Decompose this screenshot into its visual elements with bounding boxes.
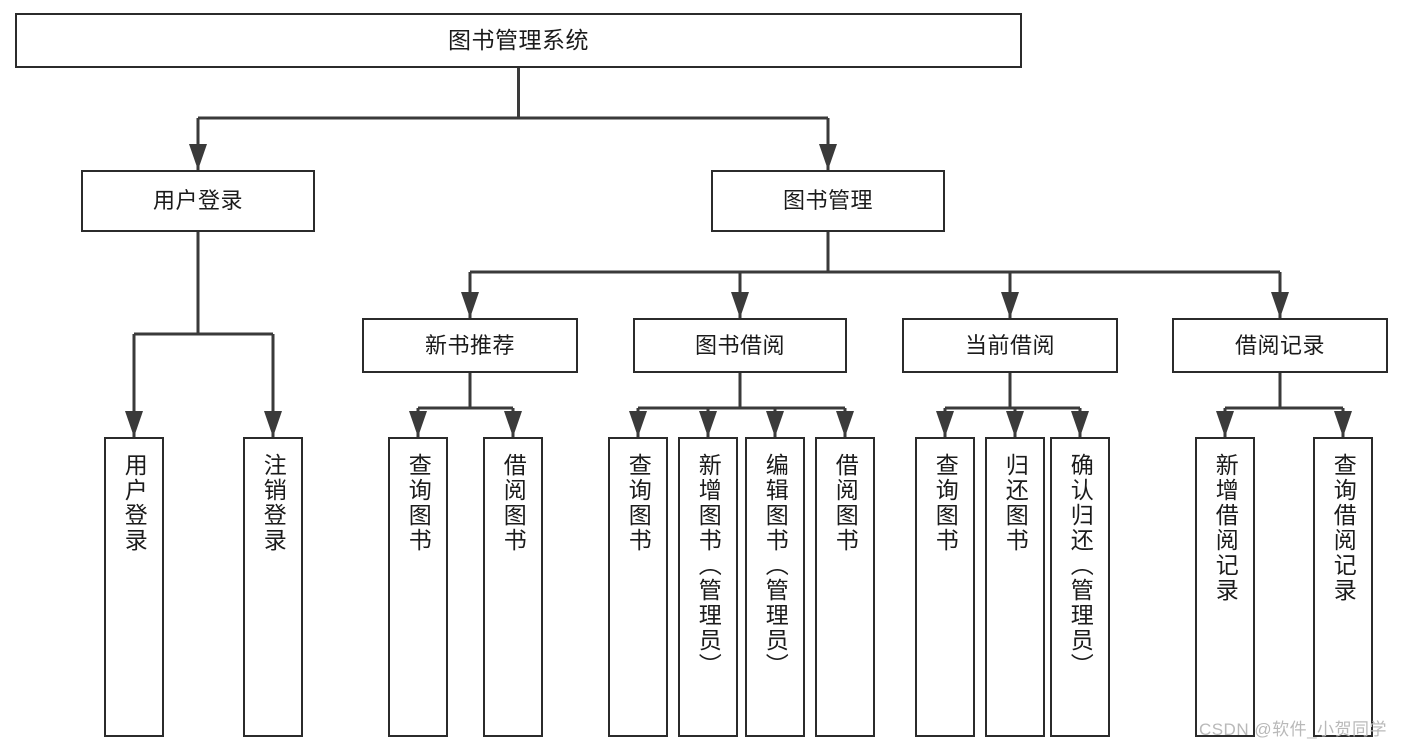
node-leaf-query-book-cur[interactable]: 查询图书 bbox=[915, 437, 975, 737]
arrowhead-icon bbox=[264, 411, 282, 437]
arrowhead-icon bbox=[461, 292, 479, 318]
node-leaf-add-book[interactable]: 新增图书（管理员） bbox=[678, 437, 738, 737]
node-leaf-user-login[interactable]: 用户登录 bbox=[104, 437, 164, 737]
node-label: 用户登录 bbox=[121, 453, 148, 553]
node-label: 图书管理 bbox=[782, 188, 873, 214]
node-leaf-borrow-book-rec[interactable]: 借阅图书 bbox=[483, 437, 543, 737]
node-leaf-query-book-rec[interactable]: 查询图书 bbox=[388, 437, 448, 737]
arrowhead-icon bbox=[409, 411, 427, 437]
arrowhead-icon bbox=[731, 292, 749, 318]
node-leaf-borrow-book[interactable]: 借阅图书 bbox=[815, 437, 875, 737]
node-book-manage[interactable]: 图书管理 bbox=[711, 170, 945, 232]
arrowhead-icon bbox=[1001, 292, 1019, 318]
arrowhead-icon bbox=[189, 144, 207, 170]
node-label: 新书推荐 bbox=[424, 332, 515, 358]
node-label: 图书管理系统 bbox=[448, 26, 589, 53]
node-label: 借阅图书 bbox=[500, 453, 527, 553]
node-label: 借阅记录 bbox=[1234, 332, 1325, 358]
node-label: 借阅图书 bbox=[832, 453, 859, 553]
node-label: 图书借阅 bbox=[694, 332, 785, 358]
arrowhead-icon bbox=[1071, 411, 1089, 437]
node-label: 查询图书 bbox=[625, 453, 652, 553]
node-new-book-rec[interactable]: 新书推荐 bbox=[362, 318, 578, 373]
arrowhead-icon bbox=[629, 411, 647, 437]
node-current-borrow[interactable]: 当前借阅 bbox=[902, 318, 1118, 373]
node-label: 查询借阅记录 bbox=[1330, 453, 1357, 603]
node-leaf-logout[interactable]: 注销登录 bbox=[243, 437, 303, 737]
node-label: 编辑图书（管理员） bbox=[762, 453, 789, 678]
node-leaf-confirm-return[interactable]: 确认归还（管理员） bbox=[1050, 437, 1110, 737]
arrowhead-icon bbox=[819, 144, 837, 170]
arrowhead-icon bbox=[766, 411, 784, 437]
arrowhead-icon bbox=[1271, 292, 1289, 318]
node-label: 归还图书 bbox=[1002, 453, 1029, 553]
arrowhead-icon bbox=[836, 411, 854, 437]
node-book-borrow[interactable]: 图书借阅 bbox=[633, 318, 847, 373]
node-leaf-query-book-borrow[interactable]: 查询图书 bbox=[608, 437, 668, 737]
node-borrow-record[interactable]: 借阅记录 bbox=[1172, 318, 1388, 373]
node-label: 查询图书 bbox=[932, 453, 959, 553]
node-label: 注销登录 bbox=[260, 453, 287, 553]
node-leaf-return-book[interactable]: 归还图书 bbox=[985, 437, 1045, 737]
node-label: 查询图书 bbox=[405, 453, 432, 553]
connector-lines bbox=[125, 68, 1352, 437]
arrowhead-icon bbox=[1006, 411, 1024, 437]
arrowhead-icon bbox=[125, 411, 143, 437]
arrowhead-icon bbox=[504, 411, 522, 437]
arrowhead-icon bbox=[1216, 411, 1234, 437]
arrowhead-icon bbox=[936, 411, 954, 437]
node-leaf-edit-book[interactable]: 编辑图书（管理员） bbox=[745, 437, 805, 737]
node-leaf-add-record[interactable]: 新增借阅记录 bbox=[1195, 437, 1255, 737]
node-label: 新增借阅记录 bbox=[1212, 453, 1239, 603]
node-root[interactable]: 图书管理系统 bbox=[15, 13, 1022, 68]
node-leaf-query-record[interactable]: 查询借阅记录 bbox=[1313, 437, 1373, 737]
node-label: 当前借阅 bbox=[964, 332, 1055, 358]
arrowhead-icon bbox=[699, 411, 717, 437]
node-label: 用户登录 bbox=[152, 188, 243, 214]
node-label: 确认归还（管理员） bbox=[1067, 453, 1094, 678]
arrowhead-icon bbox=[1334, 411, 1352, 437]
node-label: 新增图书（管理员） bbox=[695, 453, 722, 678]
node-user-login[interactable]: 用户登录 bbox=[81, 170, 315, 232]
